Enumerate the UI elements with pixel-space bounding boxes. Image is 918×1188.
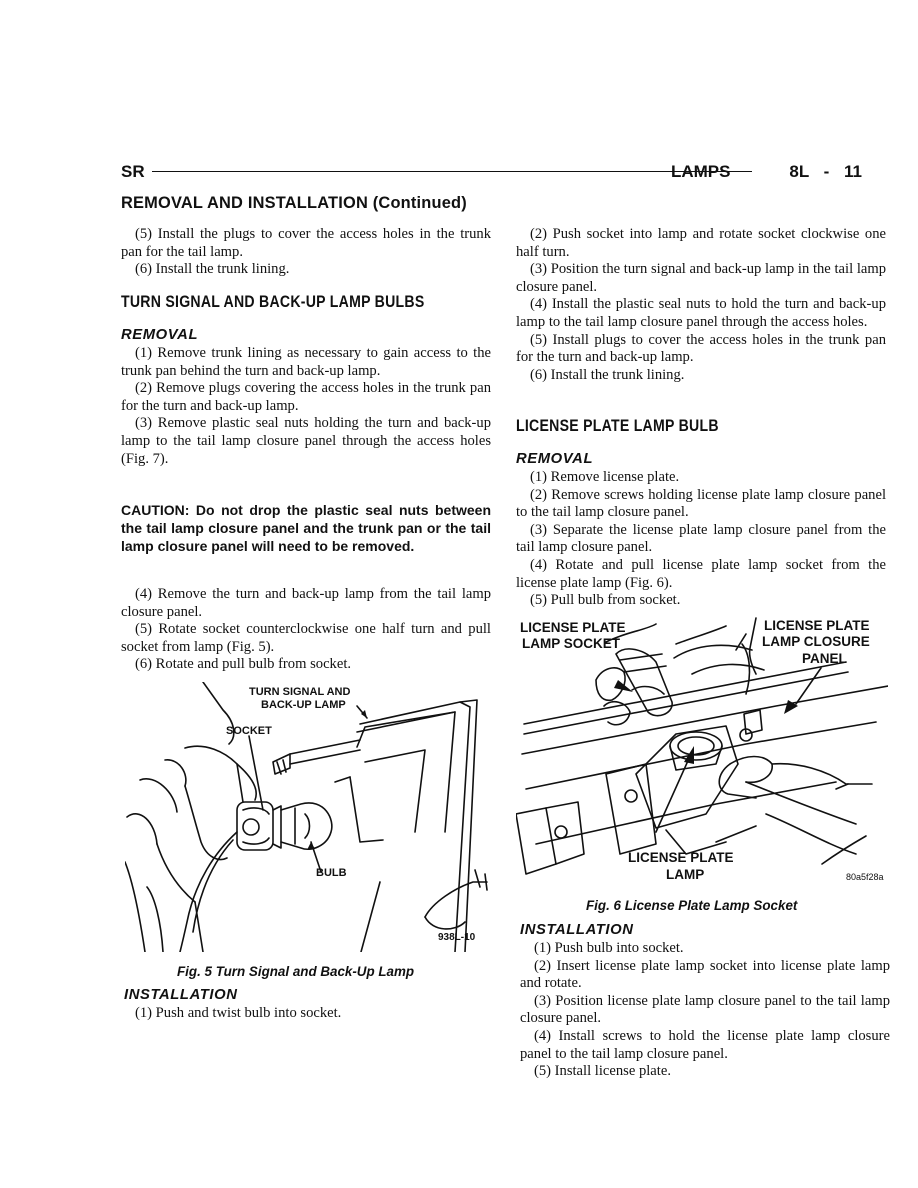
figure-6-illustration: LICENSE PLATE LAMP SOCKET LICENSE PLATE …	[516, 614, 888, 889]
header-rule	[152, 171, 752, 172]
label-bulb: BULB	[316, 867, 347, 879]
step: (5) Install plugs to cover the access ho…	[516, 331, 886, 366]
section-title: REMOVAL AND INSTALLATION (Continued)	[121, 194, 467, 212]
step: (6) Install the trunk lining.	[530, 366, 685, 383]
figure-5-illustration: TURN SIGNAL AND BACK-UP LAMP SOCKET BULB…	[125, 682, 495, 952]
figure-5-caption: Fig. 5 Turn Signal and Back-Up Lamp	[177, 964, 415, 979]
step: (6) Rotate and pull bulb from socket.	[135, 656, 352, 673]
paragraph: (5) Install the plugs to cover the acces…	[121, 226, 491, 260]
installation-title: INSTALLATION	[124, 987, 238, 1003]
section-heading-turn-signal: TURN SIGNAL AND BACK-UP LAMP BULBS	[121, 293, 425, 311]
header-right: LAMPS 8L - 11	[670, 162, 862, 181]
step: (4) Remove the turn and back-up lamp fro…	[121, 586, 491, 620]
section-heading-license-plate: LICENSE PLATE LAMP BULB	[516, 417, 719, 435]
removal-title: REMOVAL	[516, 451, 594, 467]
label-panel-line-3: PANEL	[802, 651, 847, 666]
step: (5) Pull bulb from socket.	[530, 592, 681, 609]
step: (2) Insert license plate lamp socket int…	[520, 957, 890, 992]
right-removal: (1) Remove license plate. (2) Remove scr…	[516, 469, 886, 610]
label-socket-line-1: LICENSE PLATE	[520, 620, 626, 635]
label-panel-line-2: LAMP CLOSURE	[762, 634, 870, 649]
label-lamp-line-1: LICENSE PLATE	[628, 850, 734, 865]
step: (4) Install the plastic seal nuts to hol…	[516, 296, 886, 330]
step: (1) Remove license plate.	[530, 469, 680, 485]
paragraph: (6) Install the trunk lining.	[135, 261, 290, 278]
step: (2) Remove screws holding license plate …	[516, 486, 886, 521]
step: (3) Position license plate lamp closure …	[520, 992, 890, 1027]
installation-title: INSTALLATION	[520, 922, 634, 938]
label-panel-line-1: LICENSE PLATE	[764, 618, 870, 633]
left-intro: (5) Install the plugs to cover the acces…	[121, 226, 491, 279]
step: (1) Push bulb into socket.	[534, 940, 684, 956]
label-socket: SOCKET	[226, 725, 272, 737]
step: (2) Push socket into lamp and rotate soc…	[516, 226, 886, 260]
step: (5) Install license plate.	[534, 1063, 671, 1080]
header-left: SR	[121, 162, 145, 181]
figure-code: 938L-10	[438, 932, 476, 943]
step: (3) Position the turn signal and back-up…	[516, 261, 886, 295]
step: (3) Remove plastic seal nuts holding the…	[121, 415, 491, 467]
left-removal: (1) Remove trunk lining as necessary to …	[121, 345, 491, 468]
figure-6-caption: Fig. 6 License Plate Lamp Socket	[586, 898, 798, 913]
right-install: (1) Push bulb into socket. (2) Insert li…	[520, 940, 890, 1081]
left-removal-cont: (4) Remove the turn and back-up lamp fro…	[121, 586, 491, 674]
label-lamp-line-2: BACK-UP LAMP	[261, 699, 346, 711]
caution-note: CAUTION: Do not drop the plastic seal nu…	[121, 502, 491, 554]
step: (2) Remove plugs covering the access hol…	[121, 380, 491, 414]
license-plate-lamp-drawing	[516, 617, 888, 875]
label-lamp-line-1: TURN SIGNAL AND	[249, 686, 351, 698]
label-lamp-line-2: LAMP	[666, 867, 705, 882]
removal-title: REMOVAL	[121, 327, 199, 343]
step: (1) Remove trunk lining as necessary to …	[121, 345, 491, 379]
step: (4) Install screws to hold the license p…	[520, 1027, 890, 1062]
right-intro: (2) Push socket into lamp and rotate soc…	[516, 226, 886, 384]
step: (4) Rotate and pull license plate lamp s…	[516, 556, 886, 591]
figure-code: 80a5f28a	[846, 872, 884, 882]
label-socket-line-2: LAMP SOCKET	[522, 636, 621, 651]
step: (5) Rotate socket counterclockwise one h…	[121, 621, 491, 655]
step: (1) Push and twist bulb into socket.	[135, 1005, 342, 1021]
step: (3) Separate the license plate lamp clos…	[516, 521, 886, 556]
left-install: (1) Push and twist bulb into socket.	[121, 1005, 491, 1023]
turn-signal-lamp-drawing	[125, 682, 488, 952]
